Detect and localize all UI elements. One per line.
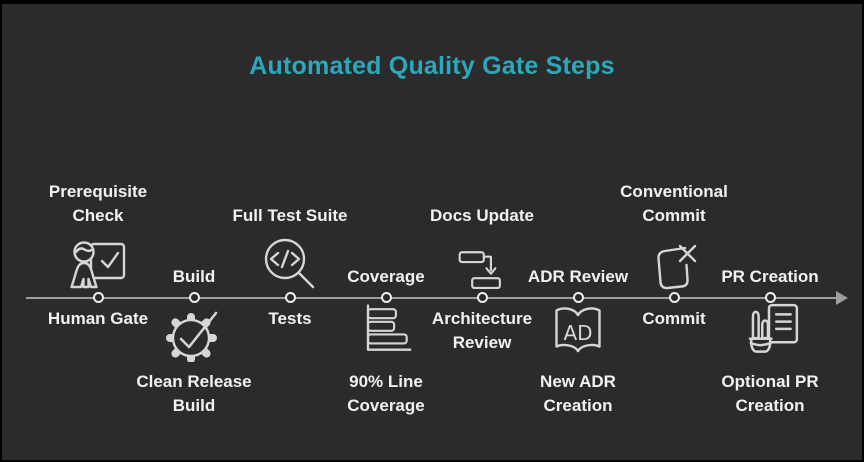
step-below-label: Architecture Review (431, 309, 533, 352)
step-below-label: Clean Release Build (136, 372, 252, 415)
step-below-label: 90% Line Coverage (347, 372, 425, 415)
step-below-label: Optional PR Creation (721, 372, 819, 415)
step-docs-update: Docs Update Architecture Review (392, 4, 572, 460)
step-above-label-wrap: Coverage (296, 4, 476, 289)
step-adr-review: ADR Review New ADR Creation (488, 4, 668, 460)
timeline-node-full-test-suite (284, 292, 296, 303)
step-below-label-wrap: Tests (200, 307, 380, 331)
step-below-label-wrap: Human Gate (8, 307, 188, 331)
step-above-label: PR Creation (721, 267, 819, 286)
step-above-label-wrap: Docs Update (392, 4, 572, 228)
plant-doc-icon (680, 302, 860, 368)
step-above-label-wrap: PR Creation (680, 4, 860, 289)
step-above-label: ADR Review (527, 267, 629, 286)
timeline-node-conventional-commit (668, 292, 680, 303)
step-above-label-wrap: ADR Review (488, 4, 668, 289)
step-full-test-suite: Full Test Suite Tests (200, 4, 380, 460)
step-below-label: Commit (642, 309, 706, 328)
step-below-label: Tests (268, 309, 312, 328)
step-conventional-commit: Conventional Commit Commit (584, 4, 764, 460)
timeline-node-pr-creation (764, 292, 776, 303)
step-below-label-wrap: Optional PR Creation (680, 370, 860, 418)
timeline-node-adr-review (572, 292, 584, 303)
timeline-node-prerequisite-check (92, 292, 104, 303)
diagram-title: Automated Quality Gate Steps (249, 52, 615, 80)
step-below-label-wrap: Commit (584, 307, 764, 331)
step-below-label-wrap: Architecture Review (392, 307, 572, 355)
step-above-label: Build (172, 267, 216, 286)
step-above-label-wrap: Prerequisite Check (8, 4, 188, 228)
step-below-label: New ADR Creation (540, 372, 616, 415)
timeline-node-docs-update (476, 292, 488, 303)
step-coverage: Coverage 90% Line Coverage (296, 4, 476, 460)
timeline-node-build (188, 292, 200, 303)
step-above-label-wrap: Conventional Commit (584, 4, 764, 228)
step-above-label-wrap: Build (104, 4, 284, 289)
step-build: Build Clean Release Build (104, 4, 284, 460)
step-prerequisite-check: Prerequisite Check Human Gate (8, 4, 188, 460)
step-below-label: Human Gate (47, 309, 149, 328)
arrowhead-icon (836, 291, 848, 305)
step-pr-creation: PR Creation Optional PR Creation (680, 4, 860, 460)
timeline-line (26, 297, 838, 299)
step-above-label: Docs Update (430, 206, 534, 225)
timeline-node-coverage (380, 292, 392, 303)
step-above-label: Coverage (347, 267, 425, 286)
step-above-label: Conventional Commit (620, 182, 728, 225)
step-below-label-wrap: New ADR Creation (488, 370, 668, 418)
step-above-label: Full Test Suite (232, 206, 348, 225)
step-above-label: Prerequisite Check (48, 182, 148, 225)
step-below-label-wrap: Clean Release Build (104, 370, 284, 418)
step-below-label-wrap: 90% Line Coverage (296, 370, 476, 418)
step-above-label-wrap: Full Test Suite (200, 4, 380, 228)
